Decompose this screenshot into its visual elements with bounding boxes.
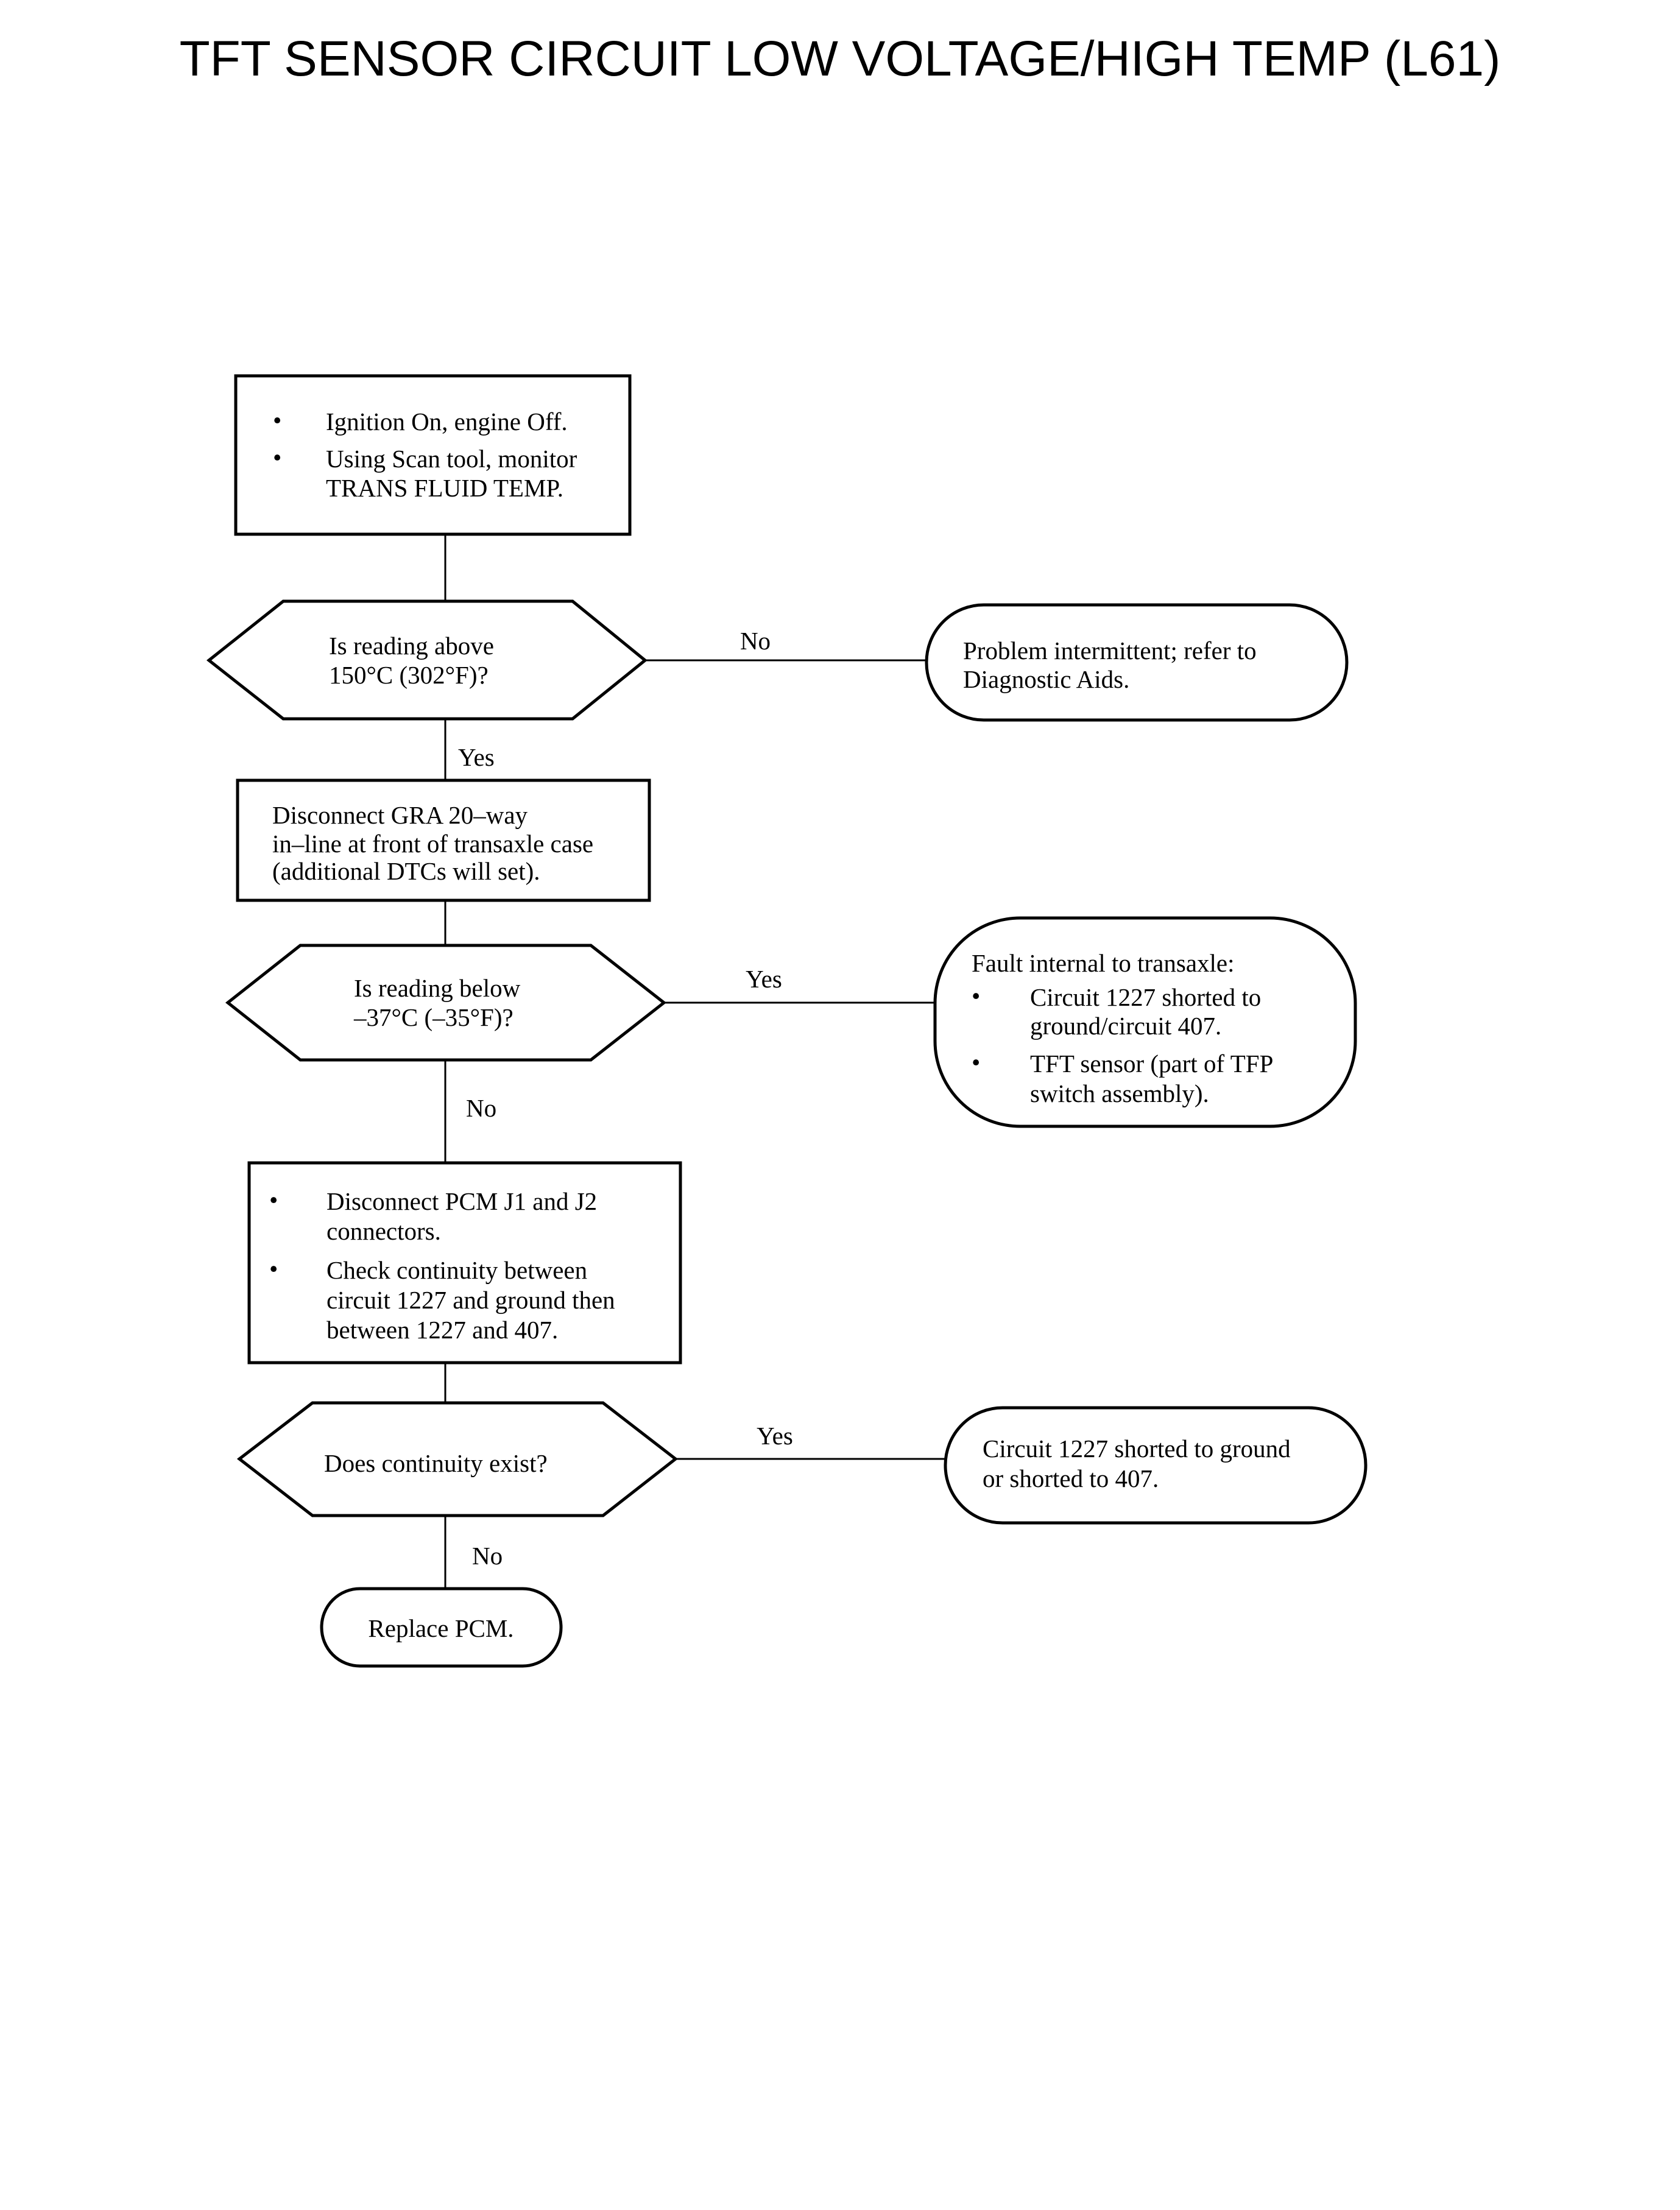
page-title: TFT SENSOR CIRCUIT LOW VOLTAGE/HIGH TEMP…	[180, 31, 1501, 86]
result-intermittent-box	[925, 603, 1349, 722]
result-internal-bullet-1-line-1: Circuit 1227 shorted to	[1030, 983, 1261, 1011]
result-intermittent-line-1: Problem intermittent; refer to	[963, 637, 1257, 665]
edge-label-decision3-no: No	[472, 1542, 503, 1570]
step1-bullet-1-marker: •	[273, 406, 281, 434]
decision1-line-2: 150°C (302°F)?	[329, 661, 489, 689]
step3-bullet-1-marker: •	[269, 1186, 278, 1214]
result-replace-box	[320, 1587, 563, 1668]
result-internal-bullet-2-line-2: switch assembly).	[1030, 1079, 1209, 1107]
step1-bullet-2-line-2: TRANS FLUID TEMP.	[326, 474, 563, 502]
step3-bullet-2-line-3: between 1227 and 407.	[326, 1316, 558, 1344]
step1-bullet-1-line-1: Ignition On, engine Off.	[326, 408, 568, 436]
edge-label-decision3-yes: Yes	[757, 1422, 793, 1450]
edge-label-decision2-yes: Yes	[746, 965, 782, 993]
decision3-shape	[236, 1401, 679, 1517]
step1-box	[234, 374, 632, 536]
step3-bullet-1-line-1: Disconnect PCM J1 and J2	[326, 1187, 597, 1215]
step2-line-1: Disconnect GRA 20–way	[272, 801, 528, 829]
result-shorted-box	[944, 1406, 1368, 1525]
step3-bullet-1-line-2: connectors.	[326, 1217, 441, 1245]
decision2-line-1: Is reading below	[354, 974, 521, 1002]
result-intermittent-line-2: Diagnostic Aids.	[963, 665, 1129, 693]
decision3-line-1: Does continuity exist?	[324, 1449, 548, 1477]
step3-box	[247, 1161, 682, 1364]
step2-line-2: in–line at front of transaxle case	[272, 830, 593, 858]
decision2-shape	[225, 944, 667, 1062]
step3-bullet-2-line-2: circuit 1227 and ground then	[326, 1286, 615, 1314]
step2-box	[236, 778, 651, 902]
result-internal-box	[933, 916, 1357, 1128]
result-internal-bullet-1-line-2: ground/circuit 407.	[1030, 1012, 1221, 1040]
result-shorted-line-2: or shorted to 407.	[983, 1464, 1159, 1492]
result-shorted-line-1: Circuit 1227 shorted to ground	[983, 1435, 1291, 1463]
edge-label-decision1-yes: Yes	[458, 743, 495, 771]
step3-bullet-2-line-1: Check continuity between	[326, 1256, 587, 1284]
step2-line-3: (additional DTCs will set).	[272, 857, 540, 885]
step1-bullet-2-line-1: Using Scan tool, monitor	[326, 445, 577, 473]
decision1-line-1: Is reading above	[329, 632, 494, 660]
result-internal-bullet-2-line-1: TFT sensor (part of TFP	[1030, 1050, 1273, 1078]
decision1-shape	[206, 599, 648, 721]
result-internal-heading: Fault internal to transaxle:	[972, 949, 1235, 977]
result-internal-bullet-1-marker: •	[972, 982, 980, 1010]
edge-label-decision1-no: No	[740, 627, 771, 655]
decision2-line-2: –37°C (–35°F)?	[353, 1003, 514, 1031]
result-replace-line-1: Replace PCM.	[368, 1614, 514, 1642]
result-internal-bullet-2-marker: •	[972, 1048, 980, 1076]
edge-label-decision2-no: No	[466, 1094, 496, 1122]
step3-bullet-2-marker: •	[269, 1255, 278, 1283]
step1-bullet-2-marker: •	[273, 443, 281, 471]
